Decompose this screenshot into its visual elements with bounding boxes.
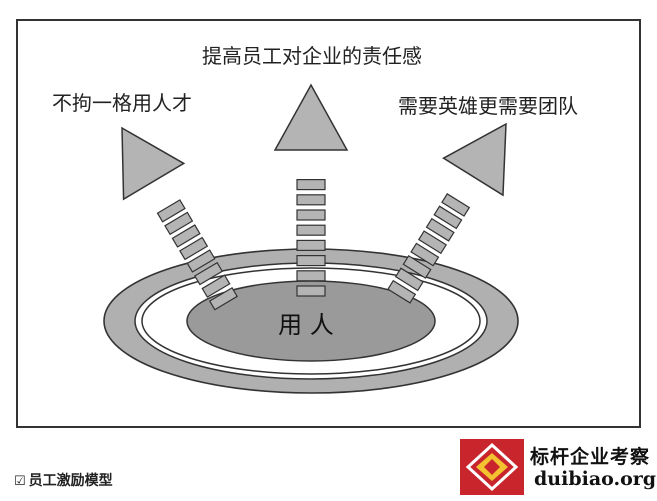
caption-text: 员工激励模型 xyxy=(28,473,113,489)
right-arrow xyxy=(387,122,507,304)
right-arrow-dash xyxy=(402,255,432,279)
center-arrow-dash xyxy=(296,194,326,206)
watermark-domain: duibiao.org xyxy=(534,468,657,490)
right-arrow-dash xyxy=(410,242,440,267)
center-arrow-dash xyxy=(296,224,326,236)
right-arrow-dash xyxy=(441,193,471,217)
right-arrow-dash xyxy=(433,205,463,230)
left-arrow-dash xyxy=(186,249,216,273)
left-arrow-head xyxy=(121,126,186,201)
label-employing-people: 用 人 xyxy=(278,311,334,339)
left-arrow-dash xyxy=(179,236,209,261)
center-arrow-dash xyxy=(296,209,326,221)
left-arrow-dash xyxy=(193,261,224,286)
left-arrow-dash xyxy=(156,199,186,223)
left-arrow-dash xyxy=(171,224,201,248)
checkbox-icon: ☑ xyxy=(14,474,26,489)
watermark: 标杆企业考察 duibiao.org xyxy=(460,439,657,495)
right-arrow-dash xyxy=(425,217,455,242)
left-arrow-dash xyxy=(208,286,238,311)
watermark-name: 标杆企业考察 xyxy=(530,446,651,468)
center-arrow xyxy=(273,83,349,297)
right-arrow-head xyxy=(442,122,507,197)
center-arrow-dash xyxy=(296,285,326,297)
logo-icon xyxy=(460,439,524,495)
center-arrow-dash xyxy=(296,239,326,251)
label-responsibility: 提高员工对企业的责任感 xyxy=(202,44,422,68)
right-arrow-dash xyxy=(394,267,424,292)
right-arrow-dash xyxy=(417,230,447,255)
left-arrow-dash xyxy=(201,274,231,298)
center-arrow-dash xyxy=(296,270,326,282)
right-arrow-dash xyxy=(387,279,417,304)
label-teamwork: 需要英雄更需要团队 xyxy=(398,94,578,118)
center-arrow-dash xyxy=(296,255,326,267)
figure-caption: ☑员工激励模型 xyxy=(14,470,113,490)
left-arrow xyxy=(121,126,238,311)
center-arrow-head xyxy=(273,83,349,151)
label-talent: 不拘一格用人才 xyxy=(52,91,192,115)
left-arrow-dash xyxy=(164,211,194,236)
center-arrow-dash xyxy=(296,179,326,191)
